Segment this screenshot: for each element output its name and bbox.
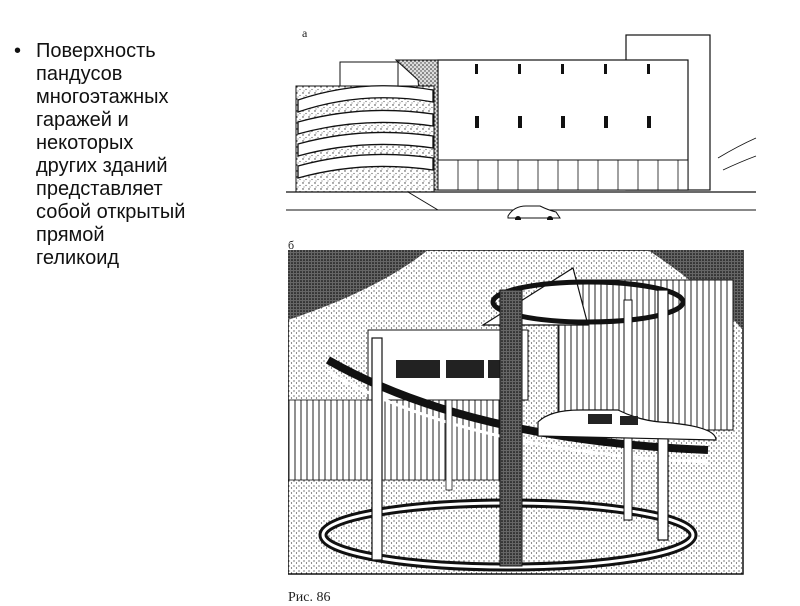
figure-label-b: б [288,238,295,252]
garage-facade-drawing [286,34,757,220]
bullet-marker-icon: • [14,40,22,62]
figure-caption: Рис. 86 [288,590,331,605]
figure-label-a: а [302,26,308,40]
helicoid-ramp-drawing [288,250,744,575]
bullet-text: Поверхность пандусов многоэтажных гараже… [36,40,186,269]
figure-illustration: а [278,20,768,605]
car-icon [507,205,561,220]
car-icon [537,409,717,441]
